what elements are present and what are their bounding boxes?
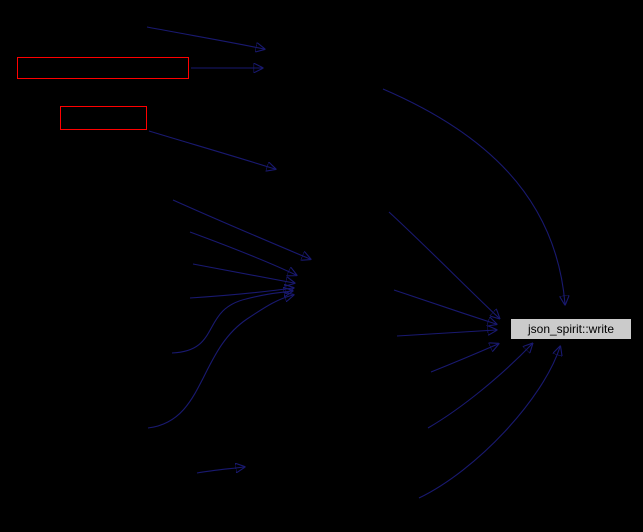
graph-edge	[147, 295, 293, 429]
graph-edge	[418, 347, 560, 499]
graph-edge	[192, 263, 294, 283]
graph-edge	[396, 330, 496, 337]
graph-node-highlighted-1[interactable]	[17, 57, 189, 79]
graph-node-current: json_spirit::write	[510, 318, 632, 340]
graph-edge	[382, 88, 565, 304]
graph-edge	[388, 211, 499, 318]
graph-edge	[172, 199, 310, 259]
graph-node-highlighted-2[interactable]	[60, 106, 147, 130]
current-node-label: json_spirit::write	[527, 322, 615, 336]
graph-edge	[146, 26, 264, 49]
graph-edge	[196, 467, 244, 474]
graph-edge	[189, 231, 296, 275]
graph-edge	[393, 289, 496, 324]
graph-edge	[171, 291, 292, 354]
graph-edge	[148, 130, 275, 169]
graph-edge	[430, 344, 498, 373]
graph-edge	[427, 344, 532, 429]
